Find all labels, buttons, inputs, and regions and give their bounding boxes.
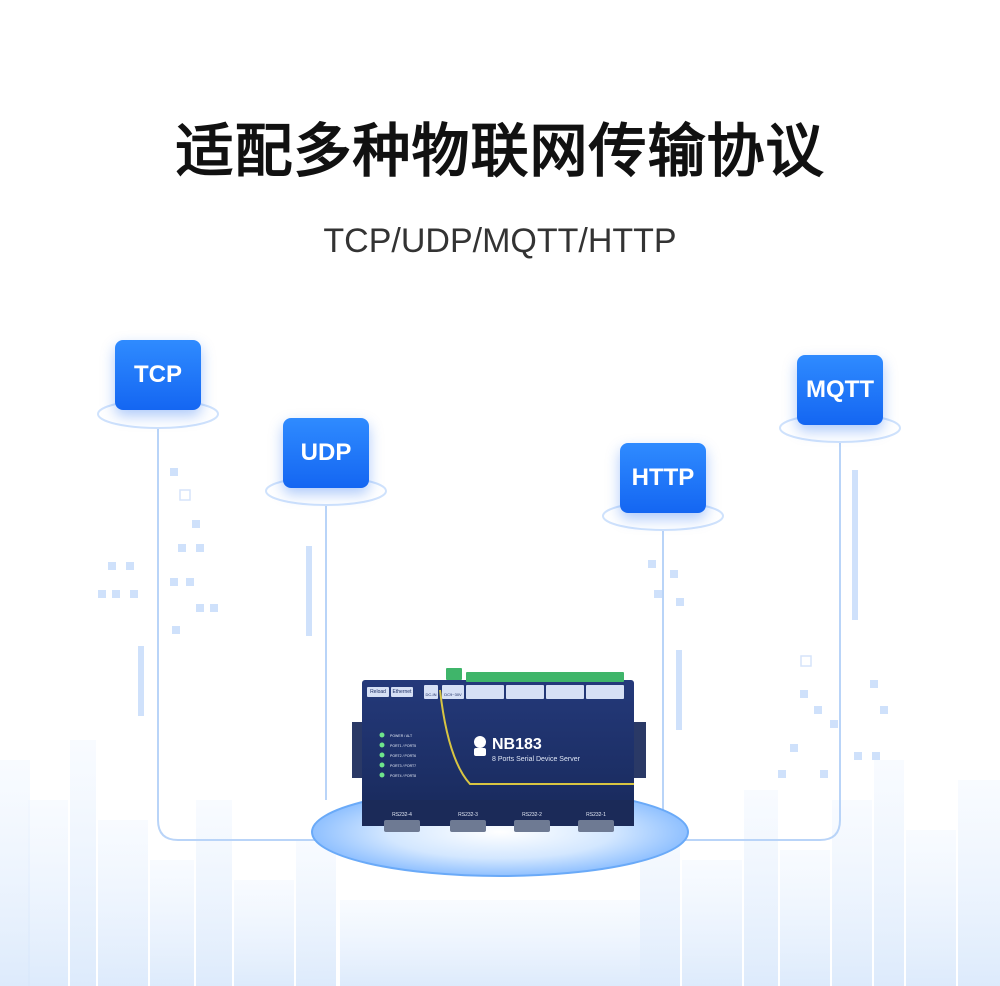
power-range-label: DC9~30V — [444, 692, 462, 697]
city-skyline — [0, 740, 1000, 986]
serial-connectors — [384, 820, 614, 832]
device-model: NB183 — [492, 736, 542, 753]
page-title: 适配多种物联网传输协议 — [175, 117, 825, 185]
page-subtitle: TCP/UDP/MQTT/HTTP — [323, 222, 677, 260]
tcp-label: TCP — [134, 361, 182, 388]
http-label: HTTP — [631, 464, 695, 491]
connector-lines — [157, 428, 841, 841]
decor-outline-square — [179, 489, 191, 501]
ethernet-port-label: Ethernet — [391, 687, 413, 697]
device-description: 8 Ports Serial Device Server — [492, 756, 580, 763]
mqtt-label: MQTT — [806, 376, 874, 403]
led-label: PORT4 / PORT8 — [390, 774, 417, 778]
robot-logo — [474, 736, 486, 756]
terminal-labels — [424, 685, 624, 699]
http-tile: HTTP — [620, 443, 706, 513]
power-input-label: DC-IN — [425, 692, 437, 697]
decor-outline-square — [800, 655, 812, 667]
port-label: RS232-3 — [458, 812, 478, 818]
udp-label: UDP — [300, 439, 352, 466]
led-label: PORT2 / PORT6 — [390, 754, 417, 758]
mqtt-tile: MQTT — [797, 355, 883, 425]
led-label: PORT1 / PORT5 — [390, 744, 417, 748]
port-label: RS232-4 — [392, 812, 412, 818]
led-labels: POWER / ALT PORT1 / PORT5 PORT2 / PORT6 … — [390, 731, 430, 781]
tcp-tile: TCP — [115, 340, 201, 410]
udp-tile: UDP — [283, 418, 369, 488]
port-label: RS232-1 — [586, 812, 606, 818]
port-label: RS232-2 — [522, 812, 542, 818]
status-leds — [379, 732, 385, 778]
decor-squares — [98, 468, 888, 778]
terminal-blocks — [446, 668, 624, 682]
led-label: POWER / ALT — [390, 734, 413, 738]
reload-button-label: Reload — [367, 687, 389, 697]
tile-platforms — [97, 399, 901, 531]
led-label: PORT3 / PORT7 — [390, 764, 417, 768]
